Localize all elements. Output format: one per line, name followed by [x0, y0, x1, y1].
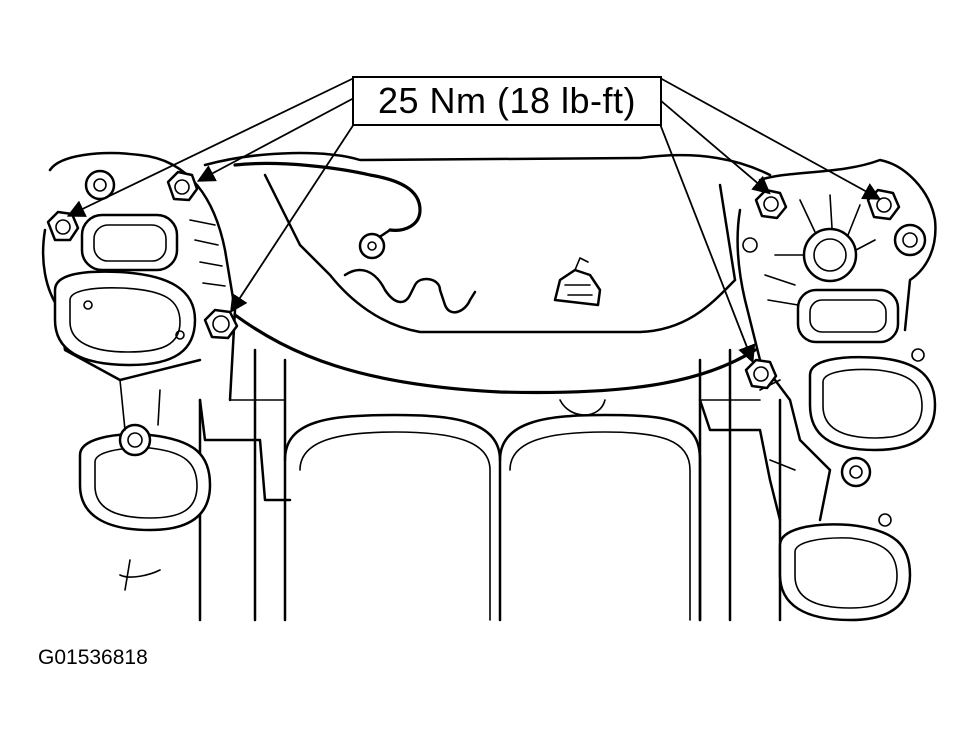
leader-arrow-1 — [66, 77, 355, 217]
bolt-left-outer — [46, 210, 80, 242]
manifold-body — [198, 151, 782, 622]
leader-arrow-5 — [659, 99, 771, 195]
torque-callout: 25 Nm (18 lb-ft) — [352, 76, 662, 126]
wiring-harness — [233, 161, 422, 260]
leader-arrows — [66, 77, 882, 364]
leader-arrow-2 — [196, 97, 355, 182]
figure-id: G01536818 — [38, 646, 148, 669]
leader-arrow-4 — [659, 77, 882, 200]
leader-arrow-6 — [659, 123, 756, 364]
bolt-right-upper — [754, 188, 788, 220]
right-head-flange — [698, 158, 937, 622]
left-head-flange — [41, 151, 292, 591]
leader-arrow-3 — [230, 123, 355, 314]
bolt-left-upper — [166, 170, 199, 202]
bolt-left-lower — [203, 308, 239, 340]
torque-label: 25 Nm (18 lb-ft) — [377, 80, 637, 121]
bolt-right-lower — [744, 358, 778, 390]
